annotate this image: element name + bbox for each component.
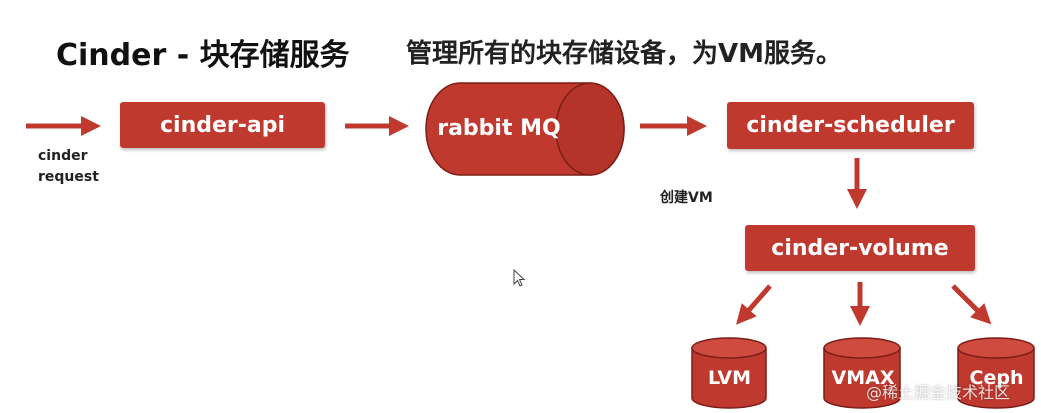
vmax-cylinder: [823, 337, 901, 409]
cinder-volume-box: cinder-volume: [745, 225, 975, 271]
vmax-label: VMAX: [831, 367, 895, 389]
watermark: @稀土掘金技术社区: [866, 383, 1011, 402]
cinder-scheduler-box: cinder-scheduler: [727, 102, 974, 149]
arrow-volume-to-ceph: [951, 284, 992, 325]
page-title: Cinder - 块存储服务: [56, 38, 350, 73]
page-subtitle: 管理所有的块存储设备，为VM服务。: [406, 39, 842, 69]
mouse-cursor-icon: [513, 268, 526, 287]
ceph-label: Ceph: [969, 367, 1024, 389]
lvm-label: LVM: [707, 367, 752, 389]
rabbitmq-label: rabbit MQ: [437, 115, 561, 141]
ceph-cylinder: [957, 337, 1035, 409]
cinder-api-box: cinder-api: [120, 102, 325, 148]
cinder-request-label: cinder request: [38, 148, 99, 185]
lvm-cylinder: [691, 337, 767, 409]
create-vm-label: 创建VM: [660, 190, 713, 206]
rabbitmq-cylinder: [425, 82, 625, 176]
arrow-volume-to-lvm: [736, 284, 772, 325]
